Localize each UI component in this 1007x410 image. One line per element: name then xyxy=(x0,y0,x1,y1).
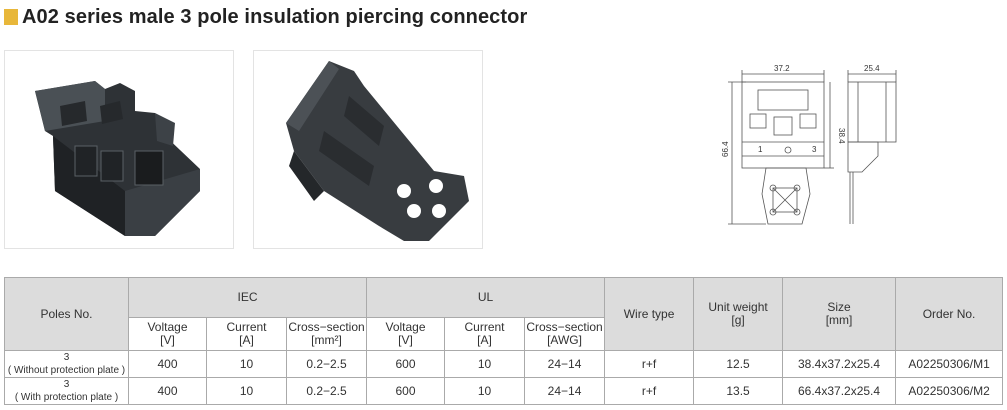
table-header-row: Poles No. IEC UL Wire type Unit weight[g… xyxy=(4,277,1004,351)
wire-type-cell: r+f xyxy=(604,350,695,378)
order-no-cell: A02250306/M2 xyxy=(895,377,1004,405)
wire-type-cell: r+f xyxy=(604,377,695,405)
iec-current-cell: 10 xyxy=(206,377,287,405)
iec-voltage-cell: 400 xyxy=(128,350,207,378)
product-photo-plate xyxy=(253,50,483,249)
iec-cross-cell: 0.2−2.5 xyxy=(285,377,368,405)
iec-current-header: Current[A] xyxy=(206,317,287,351)
title-accent-block xyxy=(4,9,18,25)
dim-height-full-label: 66.4 xyxy=(721,141,730,157)
ul-cross-header: Cross−section[AWG] xyxy=(524,317,606,351)
terminal-left-label: 1 xyxy=(758,145,763,154)
iec-voltage-cell: 400 xyxy=(128,377,207,405)
page-title: A02 series male 3 pole insulation pierci… xyxy=(22,5,528,28)
ul-voltage-header: Voltage[V] xyxy=(366,317,446,351)
order-header: Order No. xyxy=(895,277,1004,351)
dim-height-short-label: 38.4 xyxy=(837,128,846,144)
size-cell: 38.4x37.2x25.4 xyxy=(782,350,897,378)
size-header: Size[mm] xyxy=(782,277,897,351)
poles-header: Poles No. xyxy=(4,277,129,351)
connector-front-image xyxy=(35,81,200,236)
unit-weight-header: Unit weight[g] xyxy=(693,277,784,351)
poles-cell: 3( Without protection plate ) xyxy=(4,350,129,378)
ul-current-cell: 10 xyxy=(444,350,526,378)
front-body-outline xyxy=(741,81,825,169)
protection-plate-outline xyxy=(761,167,811,225)
ul-current-cell: 10 xyxy=(444,377,526,405)
table-row: 3( Without protection plate ) 400 10 0.2… xyxy=(4,350,1004,378)
ul-voltage-cell: 600 xyxy=(366,350,446,378)
size-cell: 66.4x37.2x25.4 xyxy=(782,377,897,405)
dim-depth-label: 25.4 xyxy=(864,64,880,73)
ul-voltage-cell: 600 xyxy=(366,377,446,405)
spec-table: Poles No. IEC UL Wire type Unit weight[g… xyxy=(4,277,1004,405)
table-row: 3( With protection plate ) 400 10 0.2−2.… xyxy=(4,377,1004,405)
iec-current-cell: 10 xyxy=(206,350,287,378)
iec-cross-header: Cross−section[mm²] xyxy=(285,317,368,351)
ul-header: UL xyxy=(366,277,606,318)
technical-drawing: 37.2 25.4 38.4 66.4 1 3 xyxy=(721,64,897,225)
terminal-right-label: 3 xyxy=(812,145,817,154)
ul-cross-cell: 24−14 xyxy=(524,377,606,405)
iec-voltage-header: Voltage[V] xyxy=(128,317,207,351)
product-photo-front xyxy=(4,50,234,249)
order-no-cell: A02250306/M1 xyxy=(895,350,1004,378)
title-bar: A02 series male 3 pole insulation pierci… xyxy=(4,5,527,29)
unit-weight-cell: 12.5 xyxy=(693,350,784,378)
poles-cell: 3( With protection plate ) xyxy=(4,377,129,405)
dim-width-label: 37.2 xyxy=(774,64,790,73)
ul-current-header: Current[A] xyxy=(444,317,526,351)
unit-weight-cell: 13.5 xyxy=(693,377,784,405)
iec-cross-cell: 0.2−2.5 xyxy=(285,350,368,378)
connector-plate-image xyxy=(286,61,469,241)
iec-header: IEC xyxy=(127,277,368,318)
ul-cross-cell: 24−14 xyxy=(524,350,606,378)
side-body-outline xyxy=(847,81,897,143)
wire-type-header: Wire type xyxy=(604,277,695,351)
table-subheader-row: Voltage[V] Current[A] Cross−section[mm²]… xyxy=(5,317,1003,351)
